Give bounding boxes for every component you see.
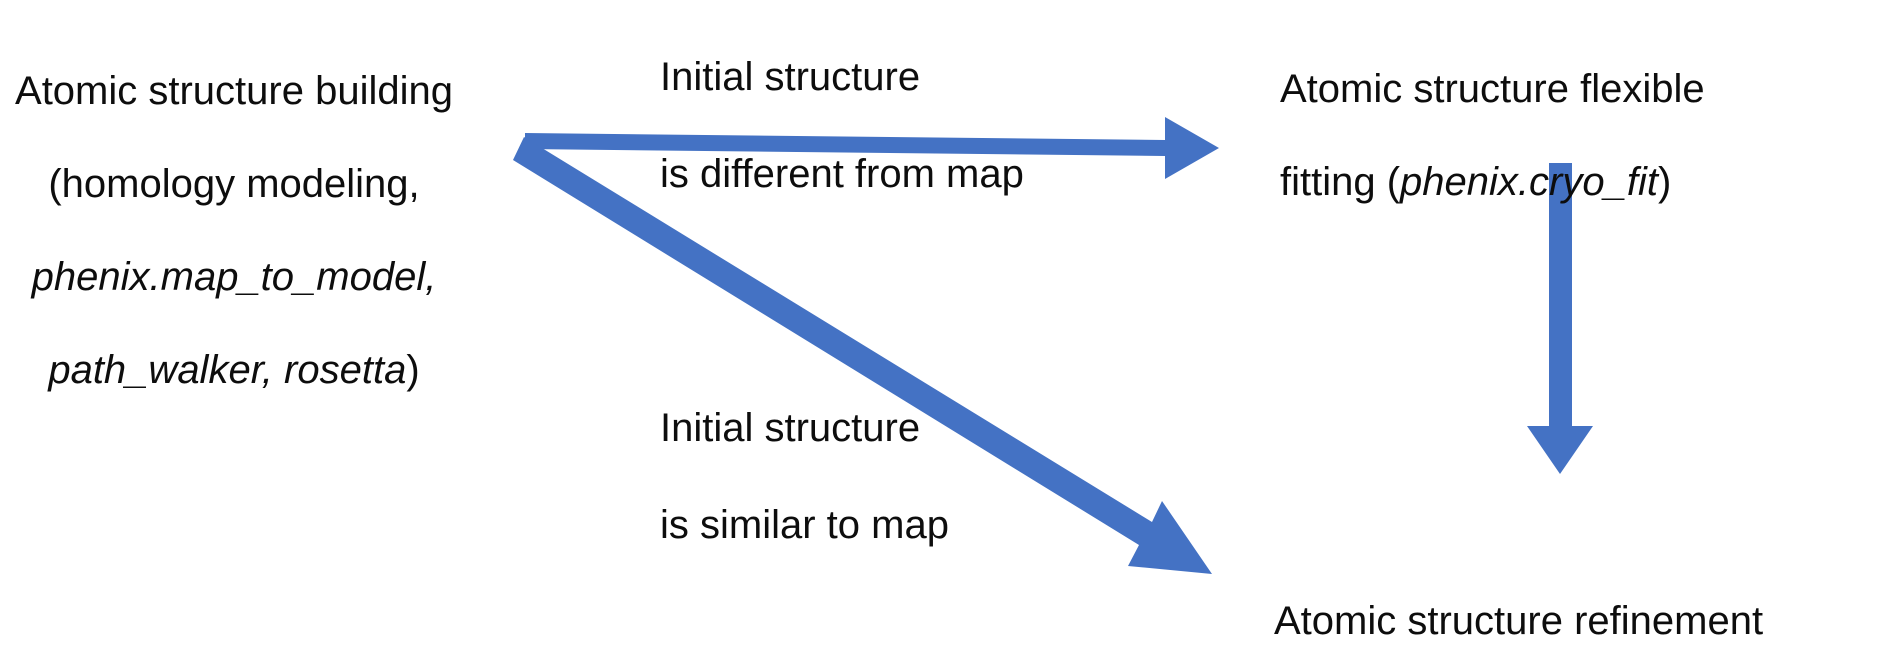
node-build-line-1: Atomic structure building [15,69,453,114]
node-refine-line-1: Atomic structure refinement [1274,599,1764,644]
arrow-build-to-refine [513,137,1212,574]
node-build-line-2: (homology modeling, [48,162,420,207]
edge-label-similar-to-map: Initial structure is similar to map [660,355,1080,550]
edge-label-similar-line-1: Initial structure [660,405,921,450]
node-fit-program-name: phenix.cryo_fit [1400,160,1658,205]
node-fit-line-2-head: fitting ( [1280,160,1401,205]
node-build-line-4-tail: ) [406,347,420,392]
edge-label-different-line-2: is different from map [660,152,1024,197]
edge-label-similar-line-2: is similar to map [660,503,949,548]
arrow-fit-to-refine [1527,163,1593,474]
node-atomic-structure-flexible-fitting: Atomic structure flexible fitting (pheni… [1280,20,1880,206]
node-fit-line-1: Atomic structure flexible [1280,67,1705,112]
node-atomic-structure-building: Atomic structure building (homology mode… [4,22,464,393]
node-fit-line-2-tail: ) [1657,160,1672,205]
arrow-build-to-fit [525,117,1219,179]
edge-label-different-line-1: Initial structure [660,54,921,99]
edge-label-different-from-map: Initial structure is different from map [660,4,1080,199]
node-build-line-4: path_walker, rosetta [48,347,407,392]
node-build-line-3: phenix.map_to_model, [31,254,437,299]
node-atomic-structure-refinement: Atomic structure refinement (phenix.real… [1274,552,1884,662]
